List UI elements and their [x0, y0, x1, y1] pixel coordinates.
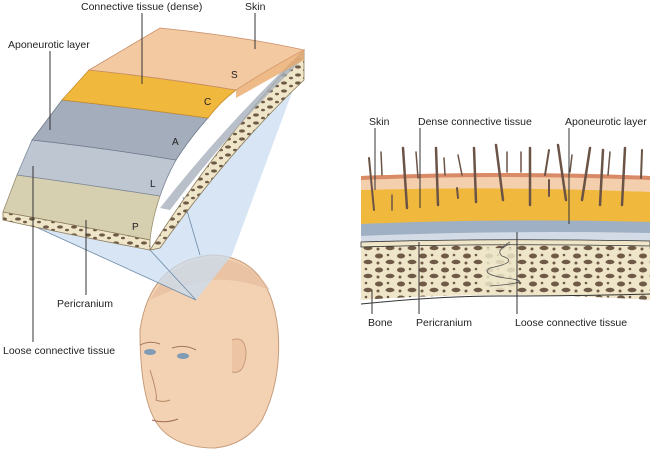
label-connective-tissue-dense: Connective tissue (dense): [81, 1, 202, 13]
mouth: [151, 418, 179, 423]
ear: [231, 338, 247, 373]
layer-bone: [2, 211, 151, 251]
label-pericranium-left: Pericranium: [57, 298, 113, 310]
label-skin-right: Skin: [369, 116, 390, 128]
label-pericranium-right: Pericranium: [416, 317, 472, 329]
nose: [149, 369, 171, 402]
label-loose-left: Loose connective tissue: [3, 345, 115, 357]
section-pericranium: [360, 239, 650, 248]
scalp-layer-block: [2, 27, 306, 251]
letter-c: C: [204, 97, 211, 108]
projection-wedge-side: [150, 60, 304, 300]
label-bone-right: Bone: [368, 317, 393, 329]
section-loose-connective: [361, 232, 650, 242]
section-dense-connective: [361, 188, 650, 226]
label-aponeurotic-left: Aponeurotic layer: [8, 39, 90, 51]
hairs: [368, 143, 643, 211]
label-dense-connective-right: Dense connective tissue: [418, 116, 532, 128]
label-aponeurotic-right: Aponeurotic layer: [565, 116, 647, 128]
left-eye: [144, 349, 156, 355]
label-skin-left: Skin: [245, 1, 266, 13]
letter-l: L: [150, 179, 156, 190]
letter-p: P: [132, 222, 139, 233]
right-eye: [177, 353, 189, 359]
letter-a: A: [172, 137, 179, 148]
letter-s: S: [231, 70, 238, 81]
scalp-cross-section: [360, 143, 650, 305]
label-loose-right: Loose connective tissue: [515, 317, 627, 329]
